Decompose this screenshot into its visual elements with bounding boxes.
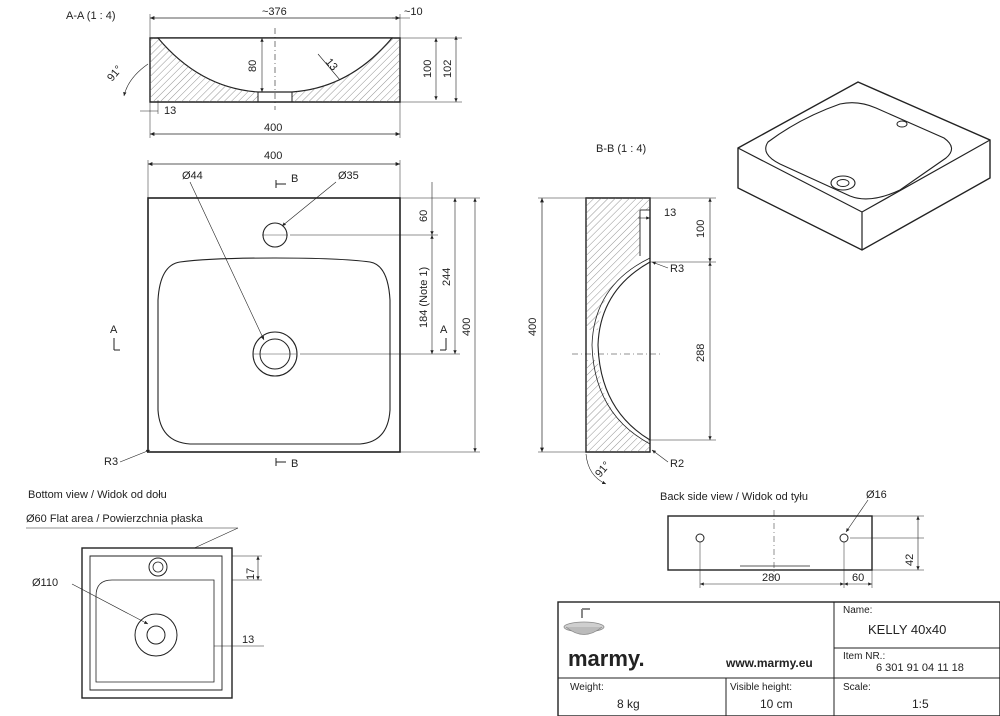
bottom-view-label: Bottom view / Widok od dołu — [28, 489, 167, 501]
dim-aa-100: 100 — [422, 60, 434, 78]
angle-aa-91: 91° — [105, 63, 125, 83]
dim-aa-10: ~10 — [404, 6, 423, 18]
basin-bowl — [157, 257, 391, 445]
dim-top-244: 244 — [441, 268, 453, 286]
dim-top-400: 400 — [264, 150, 282, 162]
dim-tap-35: Ø35 — [338, 170, 359, 182]
dim-bb-r3: R3 — [670, 263, 684, 275]
section-aa-view: A-A (1 : 4) ~376 ~10 80 13 100 102 13 — [66, 6, 462, 138]
dim-bb-100: 100 — [695, 220, 707, 238]
weight-value: 8 kg — [617, 697, 640, 711]
section-bb-label: B-B (1 : 4) — [596, 143, 646, 155]
section-b-bottom: B — [291, 458, 298, 470]
dim-bb-288: 288 — [695, 344, 707, 362]
bottom-view: Bottom view / Widok od dołu Ø60 Flat are… — [26, 489, 264, 699]
title-block: marmy. www.marmy.eu Name: KELLY 40x40 It… — [557, 601, 1000, 716]
name-value: KELLY 40x40 — [868, 622, 946, 637]
height-label: Visible height: — [730, 682, 792, 693]
dim-bottom-13: 13 — [242, 634, 254, 646]
height-value: 10 cm — [760, 697, 793, 711]
dim-drain-44: Ø44 — [182, 170, 203, 182]
sink-logo-icon — [563, 608, 605, 635]
dim-back-42: 42 — [904, 554, 916, 566]
isometric-view — [737, 81, 991, 251]
section-a-left: A — [110, 324, 118, 336]
back-outline — [667, 515, 873, 571]
dim-top-400-right: 400 — [461, 318, 473, 336]
section-bb-basin — [597, 261, 651, 441]
section-a-right: A — [440, 324, 448, 336]
back-hole-left — [695, 533, 705, 543]
dim-back-16: Ø16 — [866, 489, 887, 501]
dim-bb-13: 13 — [664, 207, 676, 219]
dim-bottom-17: 17 — [245, 568, 257, 580]
dim-bb-r2: R2 — [670, 458, 684, 470]
item-label: Item NR.: — [843, 651, 885, 662]
weight-label: Weight: — [570, 682, 604, 693]
back-view-label: Back side view / Widok od tyłu — [660, 491, 808, 503]
dim-aa-13-bottom: 13 — [164, 105, 176, 117]
scale-label: Scale: — [843, 682, 871, 693]
dim-aa-80: 80 — [247, 60, 259, 72]
dim-top-184: 184 (Note 1) — [418, 267, 430, 328]
bottom-flat-area-label: Ø60 Flat area / Powierzchnia płaska — [26, 513, 204, 525]
section-b-top: B — [291, 173, 298, 185]
dim-back-280: 280 — [762, 572, 780, 584]
dim-aa-102: 102 — [442, 60, 454, 78]
brand-logo: marmy. — [568, 646, 645, 671]
iso-tap-hole — [896, 120, 908, 128]
back-hole-right — [839, 533, 849, 543]
name-label: Name: — [843, 605, 872, 616]
top-view: 400 Ø44 Ø35 B B A A 60 184 (Note 1 — [104, 150, 480, 470]
dim-back-60: 60 — [852, 572, 864, 584]
section-bb-view: B-B (1 : 4) 400 13 100 288 R3 R2 91° — [527, 143, 716, 485]
back-view: Back side view / Widok od tyłu Ø16 280 6… — [660, 489, 924, 588]
angle-bb-91: 91° — [593, 459, 613, 479]
dim-aa-400: 400 — [264, 122, 282, 134]
scale-value: 1:5 — [912, 697, 929, 711]
section-aa-label: A-A (1 : 4) — [66, 10, 116, 22]
item-value: 6 301 91 04 11 18 — [876, 662, 964, 674]
dim-bottom-110: Ø110 — [32, 577, 58, 589]
dim-top-60: 60 — [418, 210, 430, 222]
radius-r3-top: R3 — [104, 456, 118, 468]
dim-bb-400: 400 — [527, 318, 539, 336]
dim-aa-376: ~376 — [262, 6, 287, 18]
brand-website: www.marmy.eu — [725, 656, 813, 670]
